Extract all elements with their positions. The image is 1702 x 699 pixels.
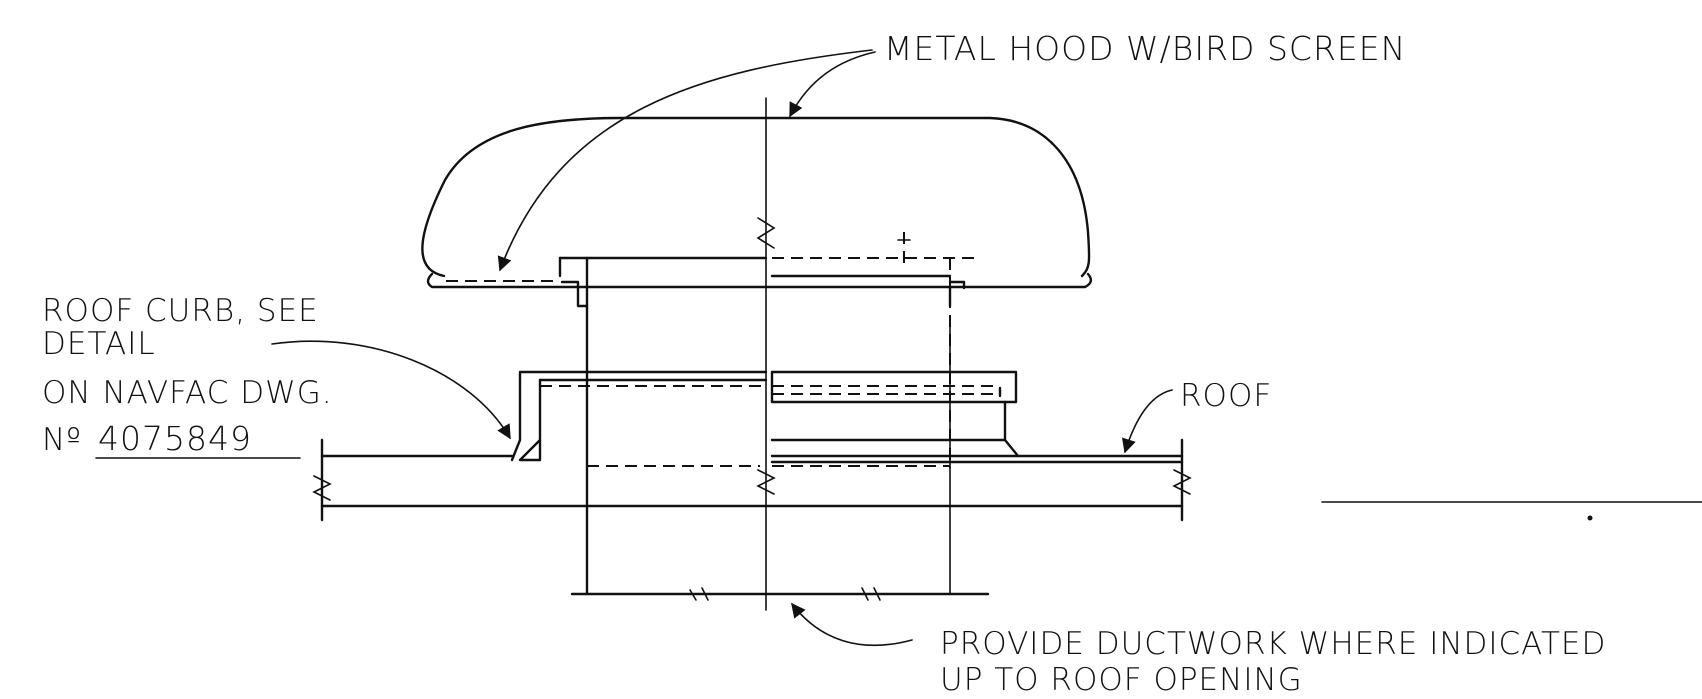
break-mark-top (756, 217, 776, 249)
reference-dot (1587, 515, 1593, 521)
roof-deck (312, 438, 1192, 522)
roof-curb-leader-arrow (271, 340, 511, 440)
roof-curb-label-line3: ON NAVFAC DWG. (42, 375, 333, 411)
roof-curb-drawing-number: 4075849 (98, 419, 252, 458)
metal-hood (421, 116, 1093, 289)
ductwork-label-line2: UP TO ROOF OPENING (940, 662, 1303, 698)
roof-leader-arrow (1121, 389, 1173, 454)
break-mark-mid (756, 469, 776, 495)
ductwork-label-line1: PROVIDE DUCTWORK WHERE INDICATED (940, 626, 1606, 662)
roof-curb-number-prefix: Nº (42, 422, 82, 458)
roof-label: ROOF (1180, 378, 1272, 414)
fan-housing (558, 256, 966, 596)
roof-curb-label-line2: DETAIL (42, 326, 156, 362)
roof-curb-label-line1: ROOF CURB, SEE (42, 293, 319, 329)
ductwork-leader-arrow (791, 602, 913, 647)
bird-screen-leader-arrow (497, 49, 873, 272)
metal-hood-label: METAL HOOD W/BIRD SCREEN (884, 29, 1406, 68)
duct-base (570, 587, 990, 601)
roof-curb (510, 370, 1020, 462)
hood-leader-arrow (789, 51, 876, 118)
